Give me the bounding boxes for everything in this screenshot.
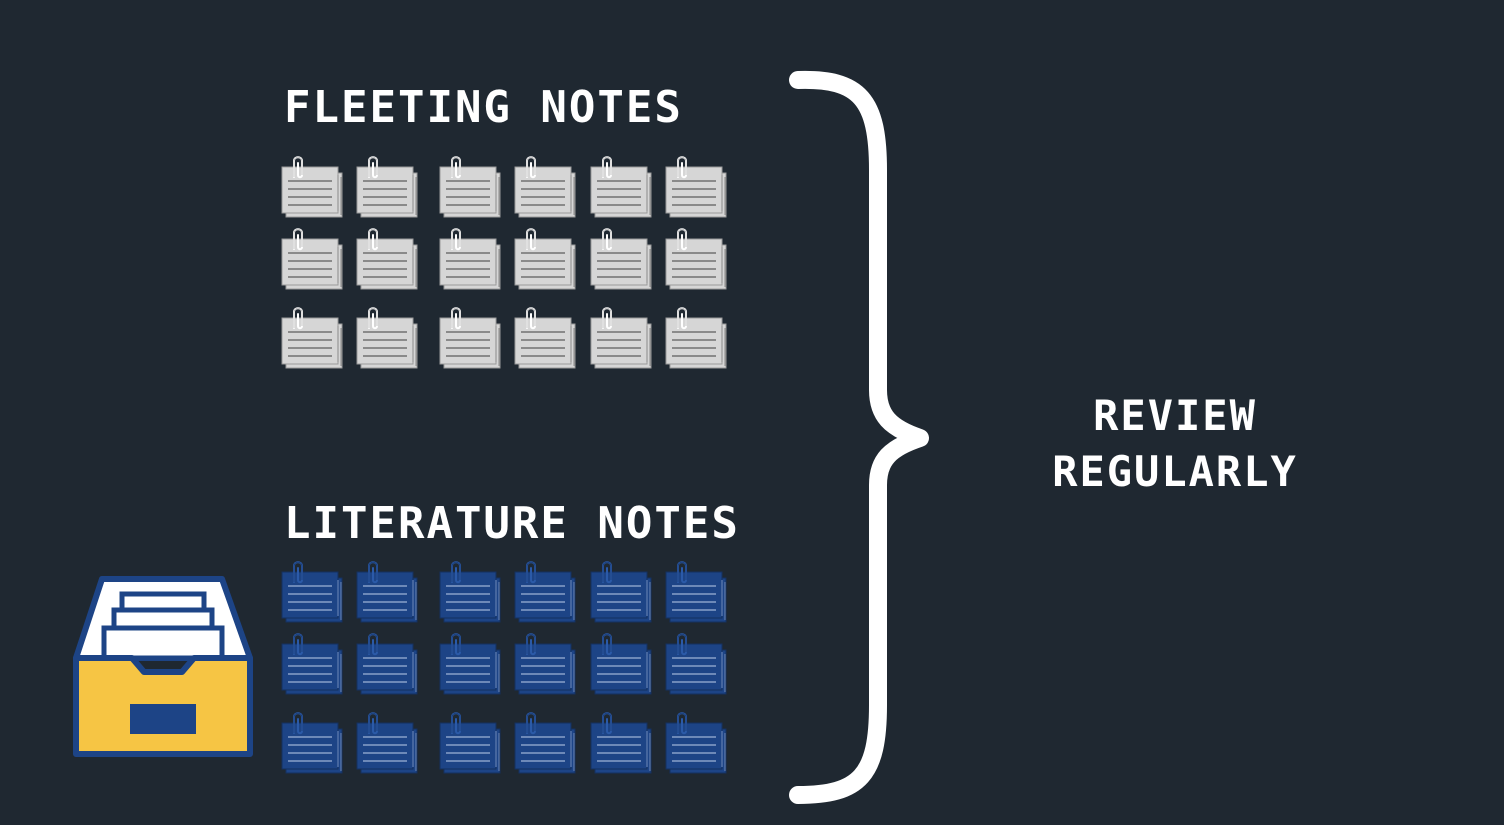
note-card-icon — [280, 711, 344, 779]
note-card-icon — [664, 227, 728, 295]
note-card-icon — [280, 306, 344, 374]
note-card-icon — [355, 560, 419, 628]
note-card-icon — [589, 632, 653, 700]
note-card-icon — [664, 560, 728, 628]
note-card-icon — [664, 306, 728, 374]
note-card-icon — [513, 560, 577, 628]
curly-brace-icon — [789, 70, 929, 804]
note-card-icon — [280, 632, 344, 700]
note-card-icon — [438, 155, 502, 223]
note-card-icon — [664, 711, 728, 779]
note-card-icon — [589, 560, 653, 628]
file-cabinet-drawer-icon — [73, 576, 253, 757]
fleeting-notes-title: FLEETING NOTES — [284, 82, 683, 133]
note-card-icon — [589, 227, 653, 295]
review-regularly-label: REVIEW REGULARLY — [1030, 388, 1320, 500]
note-card-icon — [513, 632, 577, 700]
note-card-icon — [513, 155, 577, 223]
review-line-1: REVIEW — [1093, 391, 1257, 440]
note-card-icon — [589, 306, 653, 374]
review-line-2: REGULARLY — [1052, 447, 1298, 496]
note-card-icon — [355, 632, 419, 700]
note-card-icon — [513, 306, 577, 374]
note-card-icon — [664, 155, 728, 223]
note-card-icon — [513, 711, 577, 779]
note-card-icon — [355, 306, 419, 374]
note-card-icon — [280, 227, 344, 295]
note-card-icon — [589, 155, 653, 223]
fleeting-notes-grid — [280, 155, 730, 375]
note-card-icon — [438, 560, 502, 628]
note-card-icon — [438, 632, 502, 700]
note-card-icon — [355, 155, 419, 223]
note-card-icon — [589, 711, 653, 779]
note-card-icon — [438, 227, 502, 295]
note-card-icon — [664, 632, 728, 700]
note-card-icon — [280, 155, 344, 223]
note-card-icon — [355, 711, 419, 779]
literature-notes-grid — [280, 560, 730, 780]
note-card-icon — [280, 560, 344, 628]
note-card-icon — [355, 227, 419, 295]
note-card-icon — [438, 711, 502, 779]
note-card-icon — [513, 227, 577, 295]
literature-notes-title: LITERATURE NOTES — [284, 498, 740, 549]
note-card-icon — [438, 306, 502, 374]
